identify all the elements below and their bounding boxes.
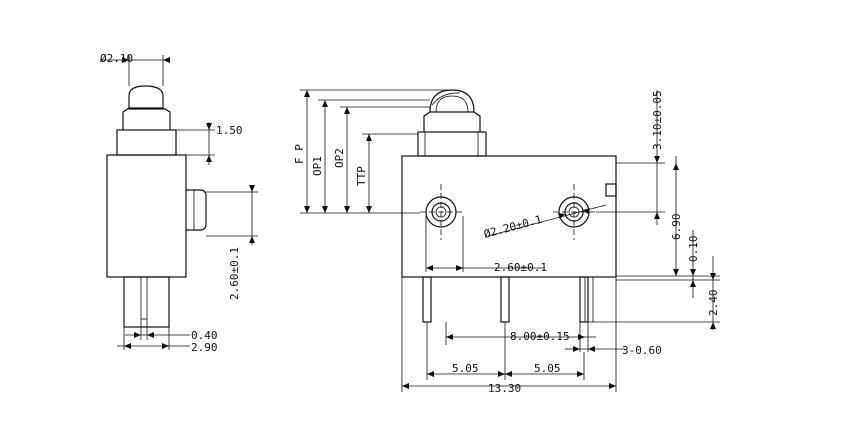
left-plunger-height-label: 1.50 <box>216 124 243 137</box>
left-terminal-height-label: 2.60±0.1 <box>228 247 241 300</box>
left-plunger-collar <box>116 129 177 156</box>
hole-diameter-callout: Ø2.20±0.1 <box>482 204 607 241</box>
right-side-dims: 3.10±0.05 6.90 0.10 2.40 <box>593 90 720 330</box>
left-switch-body <box>106 154 187 278</box>
fp-label: F P <box>293 144 306 164</box>
hole-diameter-label: Ø2.20±0.1 <box>482 213 543 241</box>
height-label: 6.90 <box>670 214 683 241</box>
right-plunger-sleeve <box>423 111 481 132</box>
pitch-right-label: 5.05 <box>534 362 561 375</box>
plunger-offset-label: 3.10±0.05 <box>651 90 664 150</box>
hole-height-dim: 2.60±0.1 <box>425 216 547 274</box>
terminal-pin-2 <box>500 276 510 323</box>
overall-length-label: 13.30 <box>488 382 521 395</box>
op2-label: OP2 <box>333 148 346 168</box>
right-switch-body <box>401 155 617 278</box>
mount-hole-left <box>420 184 462 240</box>
left-diameter-label: Ø2.10 <box>100 52 133 65</box>
right-side-tab <box>605 183 617 197</box>
right-view <box>401 89 617 323</box>
left-pin-outer <box>123 276 170 328</box>
hole-spacing-label: 8.00±0.15 <box>510 330 570 343</box>
terminal-pin-1 <box>422 276 432 323</box>
left-pin-thickness-label: 0.40 <box>191 329 218 342</box>
op1-label: OP1 <box>311 156 324 176</box>
step-label: 0.10 <box>687 236 700 263</box>
left-dims: Ø2.10 1.50 2.60±0.1 0.40 2.90 <box>100 52 258 354</box>
pin-width-dim: 3-0.60 <box>565 322 662 357</box>
ttp-label: TTP <box>355 166 368 186</box>
left-plunger-cap <box>128 85 164 110</box>
pin-width-label: 3-0.60 <box>622 344 662 357</box>
terminal-pin-3 <box>579 276 589 323</box>
hole-spacing-dim: 8.00±0.15 <box>445 322 596 345</box>
right-plunger-collar <box>417 131 487 157</box>
terminal-length-label: 2.40 <box>707 290 720 317</box>
left-view <box>106 85 207 328</box>
pitch-dims: 5.05 5.05 <box>426 322 585 380</box>
overall-length-dim: 13.30 <box>401 277 617 395</box>
left-plunger-sleeve <box>122 107 171 130</box>
pitch-left-label: 5.05 <box>452 362 479 375</box>
left-side-bump <box>186 189 207 231</box>
mount-hole-right <box>553 184 595 240</box>
travel-dims: F P OP1 OP2 TTP <box>293 89 452 214</box>
hole-height-label: 2.60±0.1 <box>494 261 547 274</box>
left-body-thickness-label: 2.90 <box>191 341 218 354</box>
